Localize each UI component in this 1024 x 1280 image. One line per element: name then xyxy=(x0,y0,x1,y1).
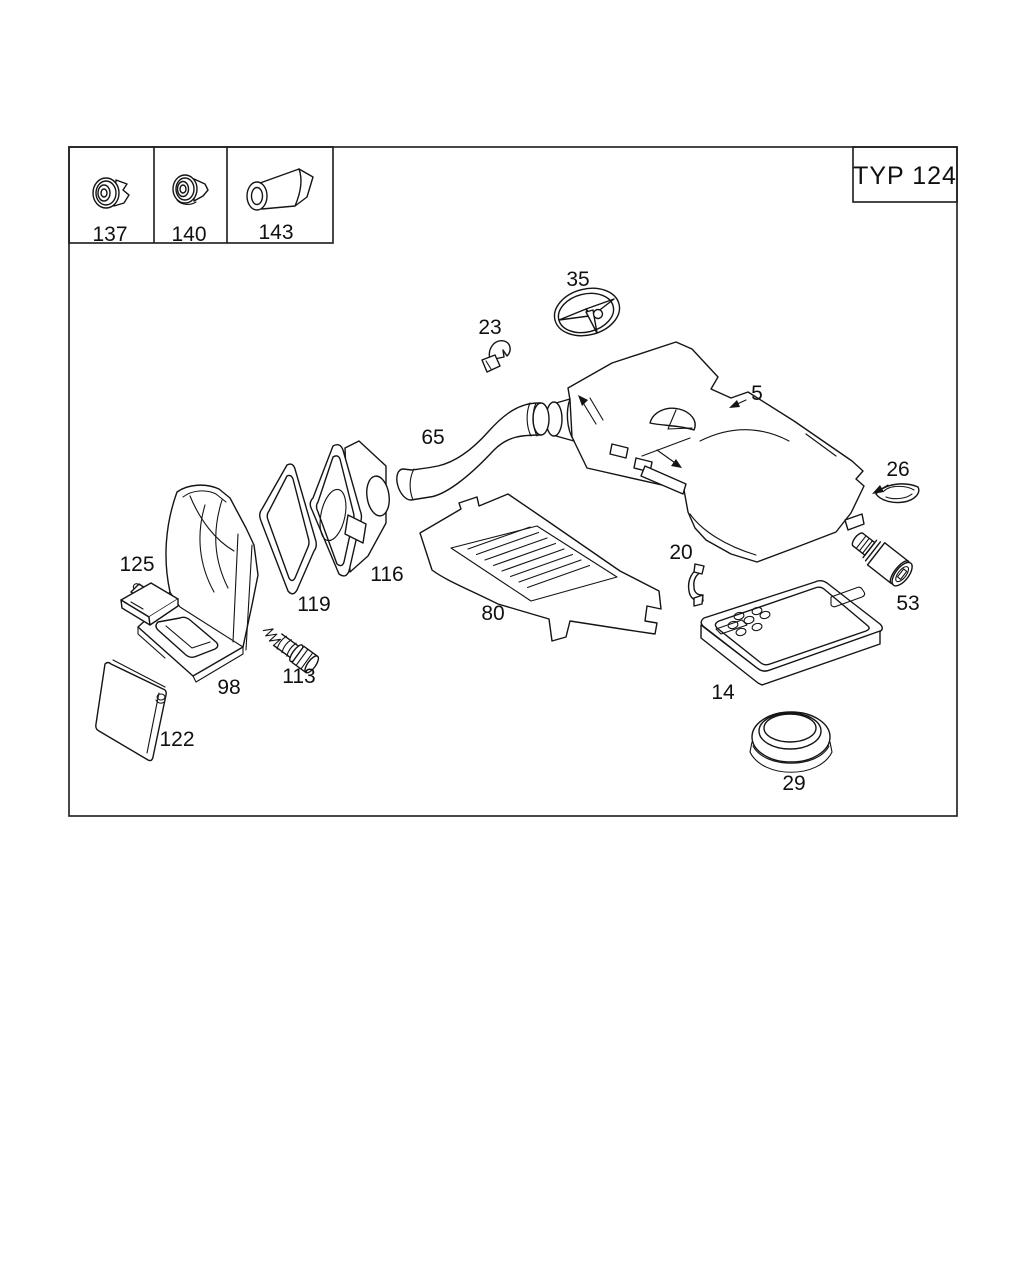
legend-border xyxy=(68,146,334,244)
part-35-star-emblem xyxy=(553,287,621,337)
part-65-intake-hose xyxy=(396,402,550,501)
typ-badge: TYP 124 xyxy=(852,146,958,203)
part-80-cover xyxy=(419,493,662,642)
part-98-label: 98 xyxy=(217,676,240,699)
cover-vent-ribs xyxy=(467,526,591,589)
part-53-sensor xyxy=(851,532,913,587)
part-113-screw xyxy=(262,628,320,674)
part-29-seal-ring xyxy=(749,711,833,773)
part-14-filter-element xyxy=(700,580,883,686)
main-border xyxy=(68,146,958,817)
part-140-grommet-pin xyxy=(172,174,209,205)
part-20-clip xyxy=(687,563,705,607)
part-29-label: 29 xyxy=(782,772,805,795)
part-137-label: 137 xyxy=(92,223,127,246)
part-80-label: 80 xyxy=(481,602,504,625)
part-122-flap-panel xyxy=(95,659,167,762)
part-119-gasket xyxy=(259,463,317,595)
part-14-label: 14 xyxy=(711,681,735,704)
legend-box xyxy=(68,146,334,244)
typ-label: TYP 124 xyxy=(853,162,957,190)
part-23-label: 23 xyxy=(478,316,501,339)
part-125-bracket-clip xyxy=(120,582,179,626)
part-119-label: 119 xyxy=(297,593,330,616)
part-116-label: 116 xyxy=(370,563,403,586)
part-122-label: 122 xyxy=(159,728,194,751)
part-53-label: 53 xyxy=(896,592,919,615)
part-137-grommet xyxy=(92,177,130,209)
part-116-duct-adapter xyxy=(309,440,390,577)
part-98-intake-scoop xyxy=(137,484,259,683)
part-140-label: 140 xyxy=(171,223,206,246)
part-labels: 137 140 143 35 23 5 65 26 20 116 125 53 … xyxy=(92,221,919,795)
part-5-air-cleaner-housing xyxy=(545,341,865,563)
part-26-label: 26 xyxy=(886,458,909,481)
part-125-label: 125 xyxy=(119,553,154,576)
part-143-funnel-spacer xyxy=(246,168,314,211)
part-23-clip xyxy=(481,340,511,373)
part-143-label: 143 xyxy=(258,221,293,244)
part-5-label: 5 xyxy=(751,382,763,405)
part-113-label: 113 xyxy=(282,665,315,688)
filter-emboss-dots xyxy=(727,606,771,637)
part-26-clip xyxy=(872,483,920,504)
typ-border xyxy=(852,146,958,203)
part-35-label: 35 xyxy=(566,268,589,291)
part-20-label: 20 xyxy=(669,541,692,564)
part-65-label: 65 xyxy=(421,426,444,449)
